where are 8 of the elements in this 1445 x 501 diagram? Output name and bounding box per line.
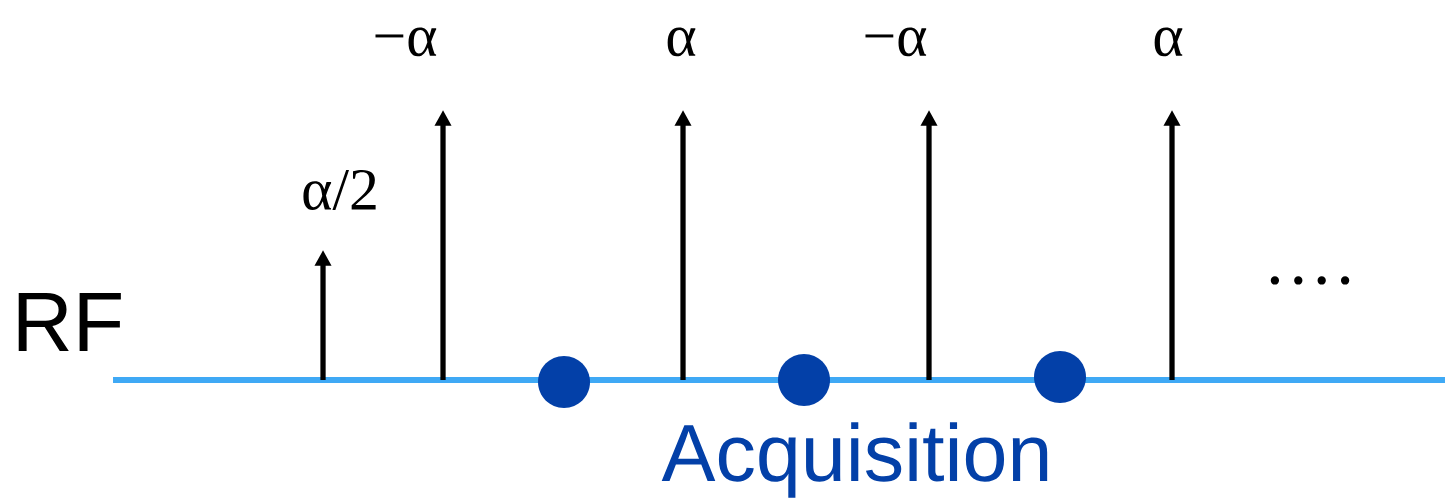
pulse-label: α/2 bbox=[303, 169, 376, 211]
axis-label: RF bbox=[18, 292, 121, 351]
continuation-dots: ···· bbox=[1270, 276, 1350, 285]
acquisition-label: Acquisition bbox=[661, 422, 1048, 498]
pulse-label: −α bbox=[865, 27, 927, 57]
pulse-label: −α bbox=[375, 27, 437, 57]
pulse-label: α bbox=[1154, 27, 1183, 57]
pulse-label: α bbox=[667, 27, 696, 57]
